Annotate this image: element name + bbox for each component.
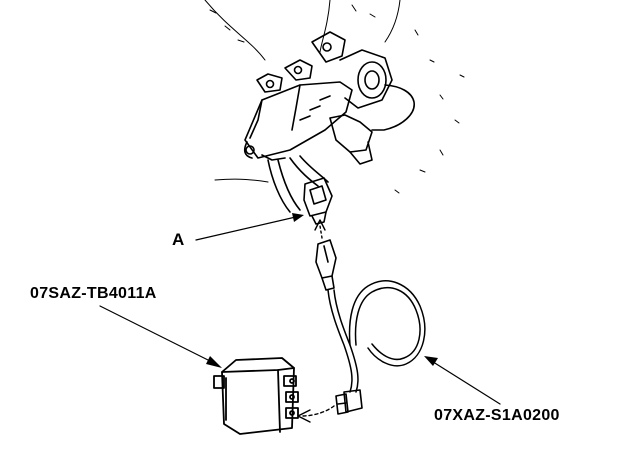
- label-harness-part-number: 07XAZ-S1A0200: [434, 407, 560, 424]
- label-connector-a: A: [172, 230, 185, 249]
- switch-wiring: [267, 155, 329, 213]
- leader-harness: [429, 359, 501, 405]
- switch-assembly: [243, 31, 415, 165]
- harness-tester-plug: [335, 389, 363, 415]
- leader-a-arrowhead: [292, 213, 304, 222]
- leader-tester: [99, 305, 217, 365]
- test-harness-cable: [327, 280, 426, 393]
- leader-a: [195, 215, 301, 241]
- leader-tester-arrowhead: [206, 356, 222, 368]
- harness-connector: [315, 239, 337, 291]
- leader-lines: [99, 215, 501, 405]
- leader-harness-arrowhead: [424, 356, 438, 366]
- mating-arrow: [314, 219, 326, 239]
- body-panel-outline: [204, 0, 465, 194]
- connector-a: [303, 177, 333, 225]
- tester-box: [213, 357, 299, 435]
- label-tester-part-number: 07SAZ-TB4011A: [30, 285, 157, 302]
- plug-in-arrow: [297, 405, 335, 423]
